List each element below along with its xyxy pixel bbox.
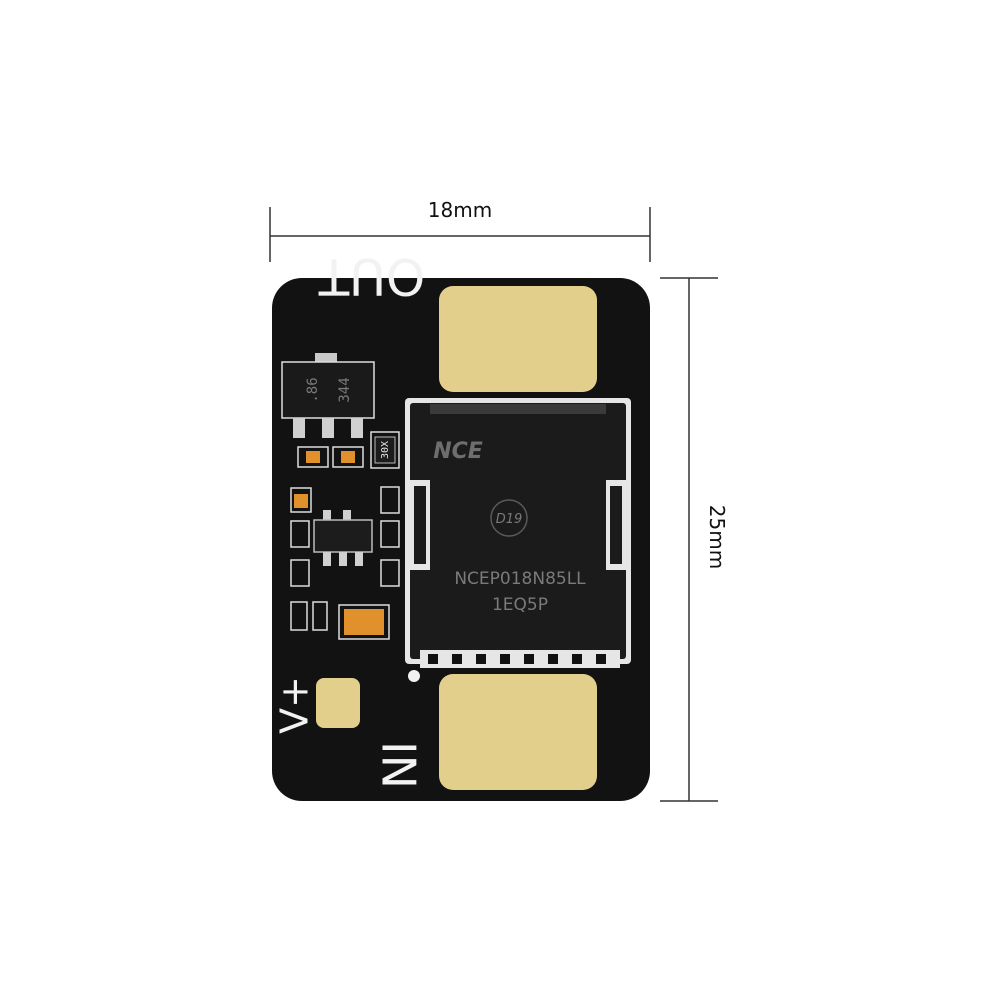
bulk-cap-outline — [338, 604, 390, 640]
in-label: IN — [372, 741, 426, 789]
regulator-lead-1 — [293, 418, 305, 438]
regulator-marking-2: 344 — [337, 377, 353, 402]
mosfet: NCE D19 NCEP018N85LL 1EQ5P — [405, 398, 631, 682]
mosfet-body — [410, 403, 626, 659]
small-ic: 30X — [370, 431, 400, 469]
small-ic-marking: 30X — [380, 441, 391, 459]
voltage-regulator: .86 344 — [281, 353, 375, 438]
led-outline — [290, 487, 312, 513]
mosfet-pin-strip — [420, 650, 620, 668]
vplus-label: V+ — [273, 676, 317, 734]
regulator-marking-1: .86 — [305, 377, 321, 402]
mosfet-tab-top — [430, 404, 606, 414]
in-pad — [439, 674, 597, 790]
driver-lead-4 — [339, 552, 347, 566]
driver-body — [313, 519, 373, 553]
driver-lead-2 — [343, 510, 351, 524]
cap-body-1 — [306, 451, 320, 463]
diode-d1-right — [312, 601, 328, 631]
out-pad — [439, 286, 597, 392]
capacitor-pair — [297, 446, 364, 468]
driver-lead-5 — [355, 552, 363, 566]
cap-outline-2 — [332, 446, 364, 468]
mosfet-mark: D19 — [496, 512, 523, 527]
led-body — [294, 494, 308, 508]
mosfet-mark-circle — [490, 499, 528, 537]
height-dimension-label: 25mm — [705, 505, 729, 569]
diode-d1-left — [290, 601, 308, 631]
mosfet-pin-gap-6 — [548, 654, 558, 664]
mosfet-left-slot — [414, 486, 426, 564]
pcb-board: OUT IN V+ .86 344 30X — [272, 247, 650, 801]
mosfet-pin-gap-1 — [428, 654, 438, 664]
mosfet-part-number: NCEP018N85LL — [454, 569, 586, 589]
mosfet-lot-code: 1EQ5P — [492, 595, 548, 615]
resistor-r4 — [290, 559, 310, 587]
width-dimension-label: 18mm — [428, 198, 492, 222]
resistor-r3 — [380, 520, 400, 548]
bulk-cap-body — [344, 609, 384, 635]
out-label: OUT — [318, 247, 425, 305]
regulator-lead-2 — [322, 418, 334, 438]
vplus-pad — [316, 678, 360, 728]
small-ic-outline — [370, 431, 400, 469]
height-dimension: 25mm — [660, 277, 729, 802]
mosfet-pin-gap-5 — [524, 654, 534, 664]
regulator-body — [281, 361, 375, 419]
driver-lead-3 — [323, 552, 331, 566]
mosfet-pin-gap-7 — [572, 654, 582, 664]
mosfet-brand-logo: NCE — [433, 439, 483, 464]
regulator-lead-3 — [351, 418, 363, 438]
resistor-r2 — [290, 520, 310, 548]
mosfet-right-slot — [610, 486, 622, 564]
pin1-dot — [408, 670, 420, 682]
cap-outline-1 — [297, 446, 329, 468]
small-ic-body — [374, 436, 396, 464]
mosfet-pin-gap-2 — [452, 654, 462, 664]
mosfet-pin-gap-8 — [596, 654, 606, 664]
gate-driver-ic — [313, 510, 373, 566]
mosfet-pin-gap-3 — [476, 654, 486, 664]
mosfet-pins — [420, 650, 620, 668]
resistor-r5 — [380, 559, 400, 587]
component-cluster — [290, 486, 400, 640]
mosfet-pin-gap-4 — [500, 654, 510, 664]
width-dimension: 18mm — [269, 198, 651, 262]
driver-lead-1 — [323, 510, 331, 524]
cap-body-2 — [341, 451, 355, 463]
resistor-r1 — [380, 486, 400, 514]
